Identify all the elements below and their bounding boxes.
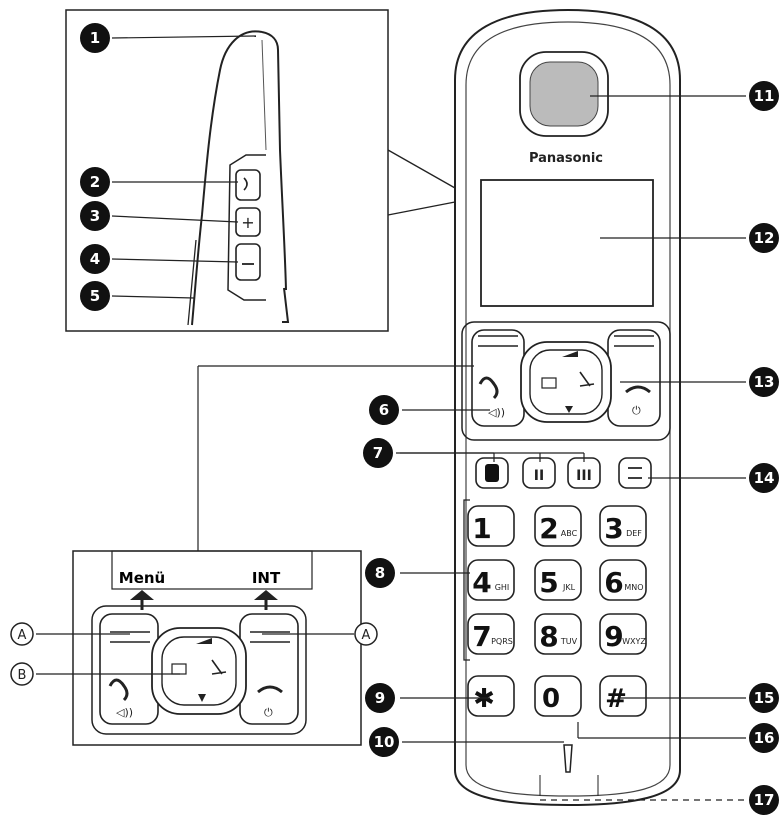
callout-14-marker [749,463,779,493]
leader-lines [396,95,746,801]
key-letters: DEF [626,529,642,538]
callout-16-label: 16 [754,729,775,747]
callout-8-marker [365,558,395,588]
key-4 [467,559,515,601]
microphone [563,744,573,773]
callout-7-label: 7 [373,444,383,462]
key-9 [599,613,647,655]
key-digit: 2 [539,512,558,545]
off-icon [625,385,651,394]
svg-text:B: B [18,668,27,683]
key-7 [467,613,515,655]
talk-icon [478,376,499,400]
key-letters: WXYZ [622,637,646,646]
key-digit: 8 [539,620,558,653]
callout-1-label: 1 [90,29,100,47]
callout-3-marker [80,201,110,231]
key-star [467,675,515,717]
display-screen [480,179,654,307]
key-digit: 3 [604,512,623,545]
key-digit: 1 [472,512,491,545]
key-6 [599,559,647,601]
key-letters: GHI [495,583,510,592]
callout-9-label: 9 [375,689,385,707]
marker-a-left: A [10,622,34,646]
callout-4-label: 4 [90,250,100,268]
callout-15-marker [749,683,779,713]
callout-5-label: 5 [90,287,100,305]
callout-6-label: 6 [379,401,389,419]
key-0 [534,675,582,717]
power-icon: ⏻ [632,404,641,417]
callout-6-marker [369,395,399,425]
svg-text:◁)): ◁)) [116,706,133,719]
callout-3-label: 3 [90,207,100,225]
callout-1-marker [80,23,110,53]
key-letters: JKL [562,583,576,592]
callout-12-marker [749,223,779,253]
key-hash-label: # [605,684,627,714]
key-digit: 7 [472,620,491,653]
speaker-icon: ◁)) [488,406,505,419]
callout-11-label: 11 [754,87,775,105]
side-view-inset: + [65,9,456,332]
line-keys: II III [475,457,652,489]
svg-text:A: A [18,628,27,643]
callout-17-marker [749,785,779,815]
key-letters: PQRS [491,637,513,646]
nav-key [520,341,612,423]
key-digit: 9 [604,620,623,653]
callout-2-label: 2 [90,173,100,191]
callout-11-marker [749,81,779,111]
key-star-label: ✱ [473,684,495,714]
key-2 [534,505,582,547]
key-digit: 6 [604,566,623,599]
key-letters: MNO [624,583,643,592]
earpiece [519,51,609,137]
svg-text:II: II [534,468,544,484]
svg-text:A: A [362,628,371,643]
callout-10-marker [369,727,399,757]
callout-13-marker [749,367,779,397]
label-int: INT [252,569,281,587]
callout-10-label: 10 [374,733,395,751]
key-digit: 5 [539,566,558,599]
key-5 [534,559,582,601]
handset-front: Panasonic ◁)) ⏻ II III [454,8,681,807]
marker-b: B [10,662,34,686]
callout-17-label: 17 [754,791,775,809]
keypad-bracket [463,499,470,661]
callout-14-label: 14 [754,469,775,487]
key-8 [534,613,582,655]
svg-text:⏻: ⏻ [264,706,273,719]
key-letters: ABC [561,529,578,538]
key-letters: TUV [560,637,578,646]
key-0-label: 0 [542,684,560,714]
callout-8-label: 8 [375,564,385,582]
callout-7-marker [363,438,393,468]
key-digit: 4 [472,566,491,599]
brand-logo: Panasonic [529,151,603,166]
key-hash [599,675,647,717]
callout-16-marker [749,723,779,753]
marker-a-right: A [354,622,378,646]
key-3 [599,505,647,547]
key-1 [467,505,515,547]
callout-5-marker [80,281,110,311]
label-menu: Menü [119,569,165,587]
svg-text:III: III [576,468,592,484]
callout-15-label: 15 [754,689,775,707]
callout-9-marker [365,683,395,713]
callout-13-label: 13 [754,373,775,391]
callout-2-marker [80,167,110,197]
svg-text:+: + [241,213,254,232]
callout-4-marker [80,244,110,274]
callout-12-label: 12 [754,229,775,247]
key-inset: Menü INT ◁)) ⏻ [36,365,474,746]
